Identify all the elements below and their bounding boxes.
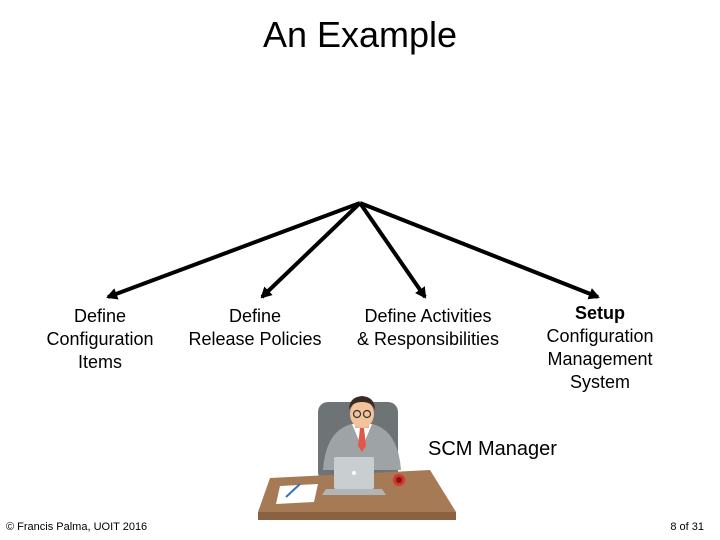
slide-title: An Example — [262, 14, 458, 55]
branch-label-line: Configuration — [46, 329, 154, 349]
branch-label-configuration-items: Define Configuration Items — [30, 305, 170, 374]
role-label: SCM Manager — [428, 438, 557, 460]
manager-illustration — [258, 396, 456, 520]
branch-label-line: Configuration — [546, 326, 654, 346]
copyright-footer: © Francis Palma, UOIT 2016 — [6, 521, 148, 533]
branch-label-line: Management — [547, 349, 653, 369]
branch-label-line: Release Policies — [188, 329, 322, 349]
branch-label-setup-system: Setup Configuration Management System — [530, 302, 670, 394]
branch-label-release-policies: Define Release Policies — [175, 305, 335, 351]
branch-label-line: Define Activities — [364, 306, 492, 326]
branch-label-line: Setup — [574, 303, 625, 323]
branch-label-line: System — [569, 372, 630, 392]
branch-label-activities-responsibilities: Define Activities & Responsibilities — [338, 305, 518, 351]
page-number: 8 of 31 — [670, 521, 704, 533]
branch-label-line: Define — [73, 306, 127, 326]
arrow-to-release-policies — [260, 201, 362, 299]
arrow-to-setup-system — [359, 201, 600, 300]
branch-label-line: & Responsibilities — [356, 329, 500, 349]
arrow-to-activities-responsibilities — [358, 201, 427, 299]
arrow-to-configuration-items — [106, 201, 361, 300]
branch-label-line: Items — [77, 352, 122, 372]
branch-label-line: Define — [228, 306, 282, 326]
